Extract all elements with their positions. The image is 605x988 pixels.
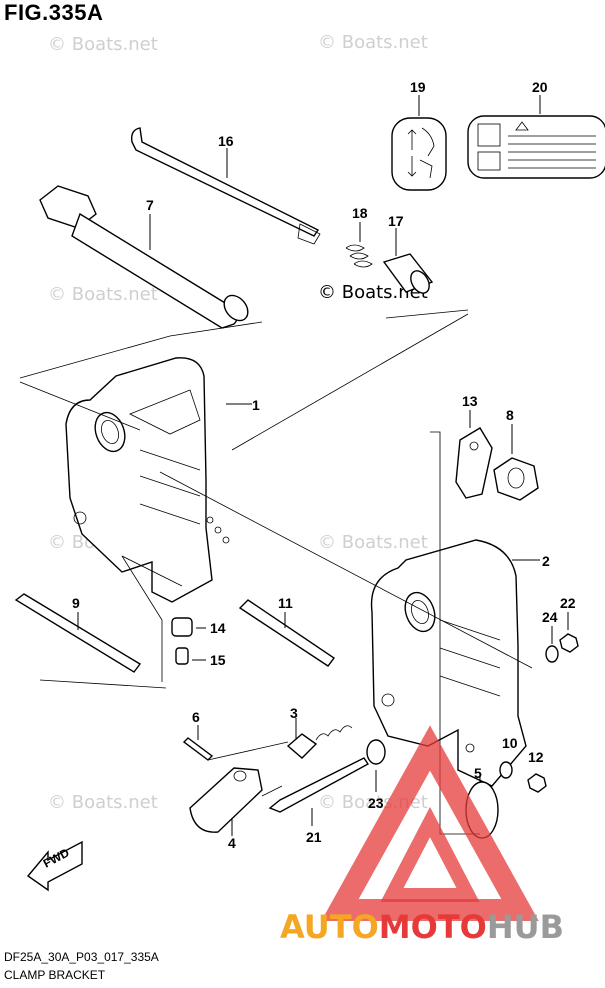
part-2-clamp-bracket [370,539,540,787]
callout-16: 16 [218,133,234,149]
callout-17: 17 [388,213,404,229]
part-21-bolt [268,757,370,826]
part-7-tilt-shaft [39,185,249,329]
part-14-bushing [171,617,206,637]
part-10-washer [499,761,513,779]
callout-23: 23 [368,795,384,811]
callout-7: 7 [146,197,154,213]
small-hardware [499,612,579,793]
callout-24: 24 [542,609,558,625]
watermark-text: © Boats.net [48,34,158,55]
callout-4: 4 [228,835,236,851]
part-17-knob [382,228,434,294]
callout-14: 14 [210,620,226,636]
part-20-label [467,95,605,179]
watermark-text: © Boats.net [318,32,428,53]
part-23-washer [366,739,386,792]
callout-8: 8 [506,407,514,423]
brand-logo: AUTOMOTOHUB [280,725,564,946]
figure-title: FIG.335A [4,0,104,25]
brand-part-auto: AUTO [280,908,379,946]
callout-1: 1 [252,397,260,413]
figure-name: CLAMP BRACKET [4,968,106,982]
part-22-nut [559,633,579,653]
watermark-text: © Boats.net [48,792,158,813]
callout-18: 18 [352,205,368,221]
callout-12: 12 [528,749,544,765]
svg-text:AUTOMOTOHUB: AUTOMOTOHUB [280,908,564,946]
part-13-plate [455,410,493,499]
brand-triangle-inner [380,806,480,902]
callout-5: 5 [474,765,482,781]
explosion-lines [19,309,533,835]
callout-22: 22 [560,595,576,611]
callout-2: 2 [542,553,550,569]
brand-triangle-outer [321,725,539,921]
callout-20: 20 [532,79,548,95]
watermark-text-dark: © Boats.net [318,282,428,303]
part-19-label [391,95,447,191]
part-18-spring [345,222,373,268]
callout-11: 11 [278,595,293,611]
part-11-rod [238,599,336,667]
part-24-washer [545,645,559,663]
callout-10: 10 [502,735,518,751]
callout-9: 9 [72,595,80,611]
part-9-bolt [14,593,142,673]
part-16-rod [130,127,321,245]
figure-code: DF25A_30A_P03_017_335A [4,950,159,964]
part-15-bolt [175,647,206,665]
callout-19: 19 [410,79,426,95]
watermark-text: © Boats.net [318,532,428,553]
brand-part-hub: HUB [487,908,564,946]
callout-15: 15 [210,652,226,668]
fwd-arrow: FWD [26,840,83,892]
part-3-spring-assembly [286,718,353,759]
part-6-pin [182,725,214,761]
callout-3: 3 [290,705,298,721]
callouts: 1 2 3 4 5 6 7 8 9 10 11 12 13 14 15 16 1… [72,79,576,851]
callout-21: 21 [306,829,322,845]
callout-13: 13 [462,393,478,409]
part-8-nut [493,424,539,501]
watermark-text: © Boats.net [48,284,158,305]
part-1-clamp-bracket [65,357,252,603]
part-4-lever [189,767,263,836]
callout-6: 6 [192,709,200,725]
part-12-nut [527,773,547,793]
brand-part-moto: MOTO [379,908,487,946]
